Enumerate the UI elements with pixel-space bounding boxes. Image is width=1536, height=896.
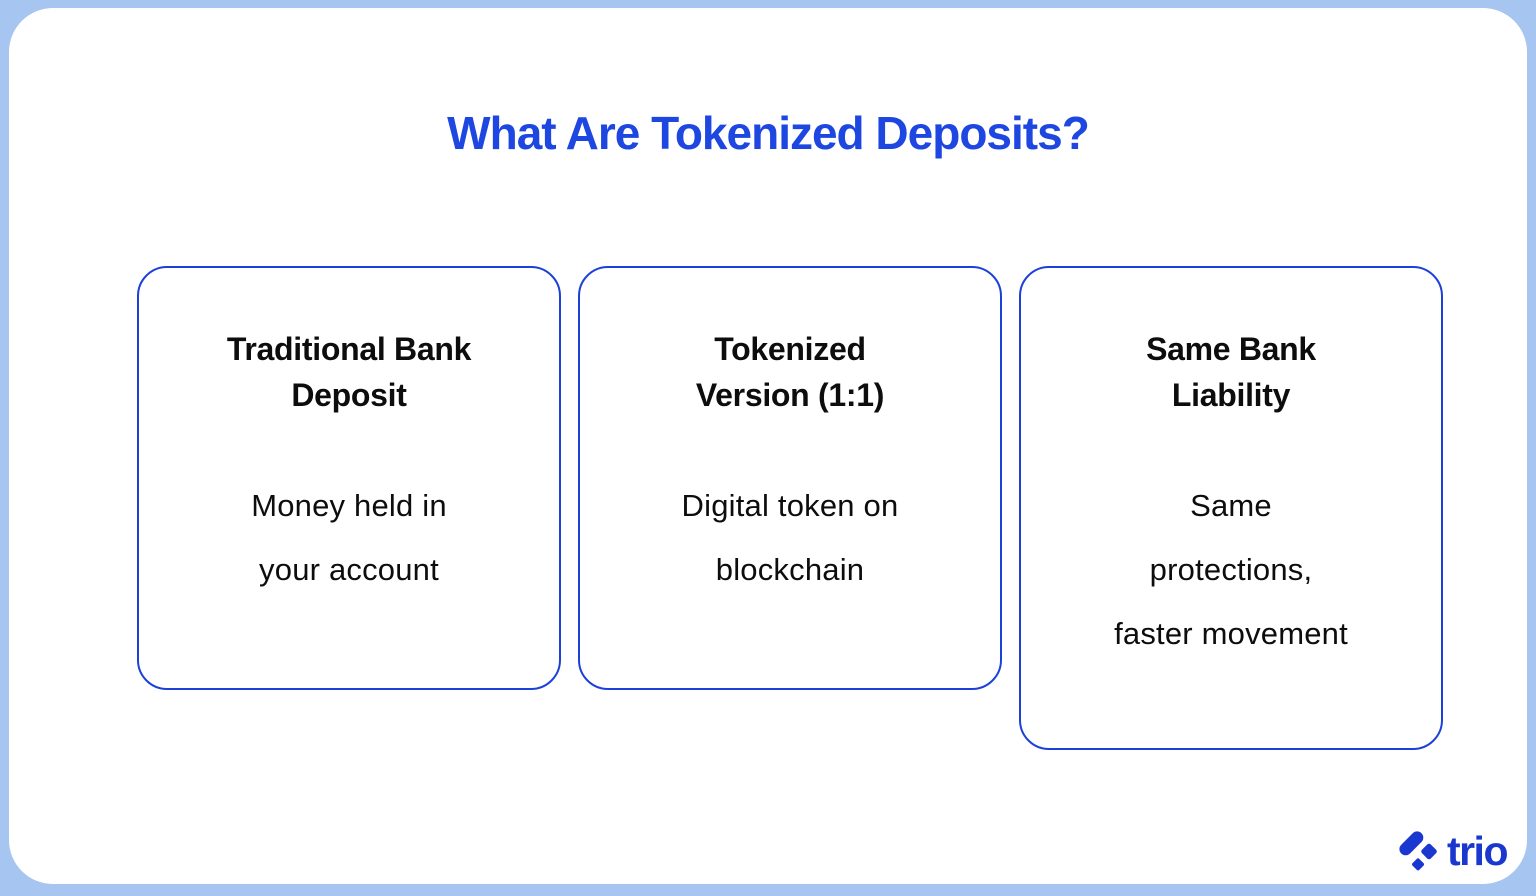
card-body: Digital token on blockchain [681,488,899,587]
trio-logo-text: trio [1446,828,1509,874]
page-title: What Are Tokenized Deposits? [447,107,1090,159]
trio-logo: trio [1398,828,1509,874]
infographic-canvas: What Are Tokenized Deposits? Traditional… [9,8,1527,884]
card-tokenized-version: Tokenized Version (1:1) Digital token on… [578,266,1002,690]
card-heading: Same Bank Liability [1146,331,1316,413]
card-same-bank-liability: Same Bank Liability Same protections, fa… [1019,266,1443,750]
card-heading: Traditional Bank Deposit [226,331,472,413]
trio-diamond-icon [1399,831,1437,871]
cards-row: Traditional Bank Deposit Money held in y… [31,266,1536,750]
card-traditional-bank-deposit: Traditional Bank Deposit Money held in y… [137,266,561,690]
card-body: Same protections, faster movement [1114,488,1348,651]
card-body: Money held in your account [251,488,447,587]
card-heading: Tokenized Version (1:1) [695,331,885,413]
